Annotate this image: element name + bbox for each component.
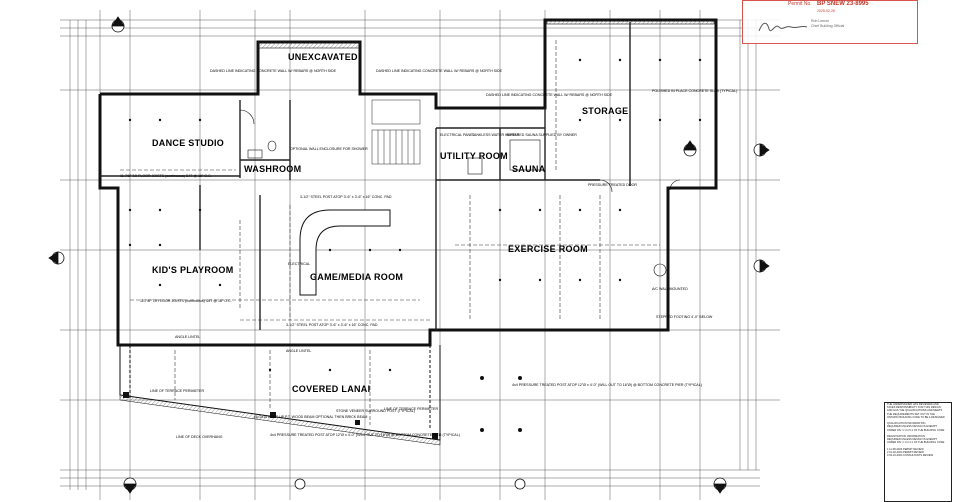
section-marker-c-right [753,143,770,157]
section-marker-a-top [111,16,125,33]
room-sauna: SAUNA [512,164,546,174]
note-joists-2: 11-7/8" TJI FLOOR JOISTS (continuous) S4… [140,299,232,303]
room-covered-lanai: COVERED LANAI [292,384,370,394]
section-marker-g-bottom [514,478,526,490]
lanai-piers [123,376,522,439]
title-block-line: REGISTRATION INFORMATION [887,435,925,439]
note-stepped-footing: STEPPED FOOTING 4'-0" BELOW [656,315,713,319]
note-joists-1: 11-7/8" TJI FLOOR JOISTS (continuous) S4… [120,174,212,178]
stairs [371,99,421,165]
note-optional-wall: OPTIONAL WALL ENCLOSURE FOR SHOWER [290,147,368,151]
room-dance-studio: DANCE STUDIO [152,138,224,148]
section-marker-d-mid [683,140,697,157]
interior-walls [100,22,631,330]
lanai-hatch-edge [119,394,441,446]
post-dots [128,58,702,372]
title-block-line: QUALIFICATION INFORMATION [887,422,926,426]
note-pressure-door: PRESSURE TREATED DOOR [588,183,637,187]
title-block-line: REQUIRED UNLESS DESIGN IS EXEMPT [887,425,938,429]
note-pressure-treated-2: 4x4 PRESSURE TREATED POST ATOP 12"Ø x 4'… [512,383,702,387]
room-utility: UTILITY ROOM [440,151,508,161]
title-block-line: UNDER DIV. C 3.2.4.1 OF THE BUILDING COD… [887,441,945,445]
note-electrical: ELECTRICAL PANEL [440,133,475,137]
beam-lines [120,40,660,425]
section-markers [48,16,770,494]
section-marker-f-bottom [294,478,306,490]
foundation-hatch [257,41,361,49]
title-block-line: AND HAS THE QUALIFICATIONS AND MEETS [887,409,943,413]
grid-lines [60,10,780,500]
note-ac: A/C WALL MOUNTED [652,287,688,291]
section-marker-b-left [48,251,65,265]
room-kids-playroom: KID'S PLAYROOM [152,265,234,275]
note-elec: ELECTRICAL [288,262,310,266]
note-tankless: TANKLESS WATER HEATER [472,133,520,137]
title-block-line: 3 02-10-2024 CONSULTANTS REVIEW [887,454,934,458]
title-block-line: THE REQUIREMENTS SET OUT IN THE [887,412,935,416]
title-block-line: REQUIRED UNLESS DESIGN IS EXEMPT [887,438,938,442]
note-angle-lintel-1: ANGLE LINTEL [175,335,200,339]
permit-number: BP SNEW 23-8995 [817,1,869,7]
note-pressure-treated-1: 4x4 PRESSURE TREATED POST ATOP 12"Ø x 4'… [270,433,460,437]
room-game-media: GAME/MEDIA ROOM [310,272,403,282]
note-line-terrace-2: LINE OF TERRACE PERIMETER [384,407,438,411]
note-angle-lintel-2: ANGLE LINTEL [286,349,311,353]
note-line-terrace-1: LINE OF TERRACE PERIMETER [150,389,204,393]
permit-prefix: Permit No. [788,1,812,7]
title-block-line: 2 01-02-2024 PERMIT REVIEW [887,451,924,455]
room-washroom: WASHROOM [244,164,301,174]
title-block-line: TAKES RESPONSIBILITY FOR THIS DESIGN, [887,406,942,410]
note-steel-post-1: 3-1/2" STEEL POST ATOP 3'-6" x 3'-6" x 1… [300,195,392,199]
note-dashed-mid: DASHED LINE INDICATING CONCRETE WALL W/ … [486,93,613,97]
officer-role: Chief Building Official [811,24,845,28]
room-exercise: EXERCISE ROOM [508,244,588,254]
officer-name: Rob Lemon [811,19,830,23]
bar-counter [299,209,391,296]
room-storage: STORAGE [582,106,628,116]
title-block-line: ONTARIO BUILDING CODE TO BE A DESIGNER [887,415,945,419]
section-marker-e-bottom [713,477,727,494]
note-infrared: INFRARED SAUNA SUPPLIED BY OWNER [506,133,577,137]
title-block-line: THE UNDERSIGNED HAS REVIEWED AND [887,403,939,406]
foundation-hatch-2 [546,19,715,25]
signature [758,22,808,32]
fixtures [239,109,681,277]
title-block-line: UNDER DIV. C 3.2.5.1 OF THE BUILDING COD… [887,428,945,432]
permit-date: 2025-02-26 [817,9,835,13]
section-marker-a-bottom [123,477,137,494]
note-polished: POLISHED IN PLACE CONCRETE SLAB (TYPICAL… [652,89,737,93]
note-line-deck: LINE OF DECK OVERHANG [176,435,223,439]
section-marker-b-right [753,259,770,273]
note-dashed-left: DASHED LINE INDICATING CONCRETE WALL W/ … [210,69,337,73]
note-dashed-right: DASHED LINE INDICATING CONCRETE WALL W/ … [376,69,503,73]
room-unexcavated: UNEXCAVATED [288,52,358,62]
note-optional-beam: (4) 2x10 BUILT UP P.T. WOOD BEAM OPTIONA… [254,415,367,419]
permit-stamp: Permit No. BP SNEW 23-8995 2025-02-26 Ro… [742,0,918,44]
note-steel-post-2: 3-1/2" STEEL POST ATOP 3'-6" x 3'-6" x 1… [286,323,378,327]
note-stone-veneer: STONE VENEER SURROUND POST (TYPICAL) [336,409,415,413]
title-block-line: 1 11-08-2023 PERMIT REVIEW [887,447,924,451]
